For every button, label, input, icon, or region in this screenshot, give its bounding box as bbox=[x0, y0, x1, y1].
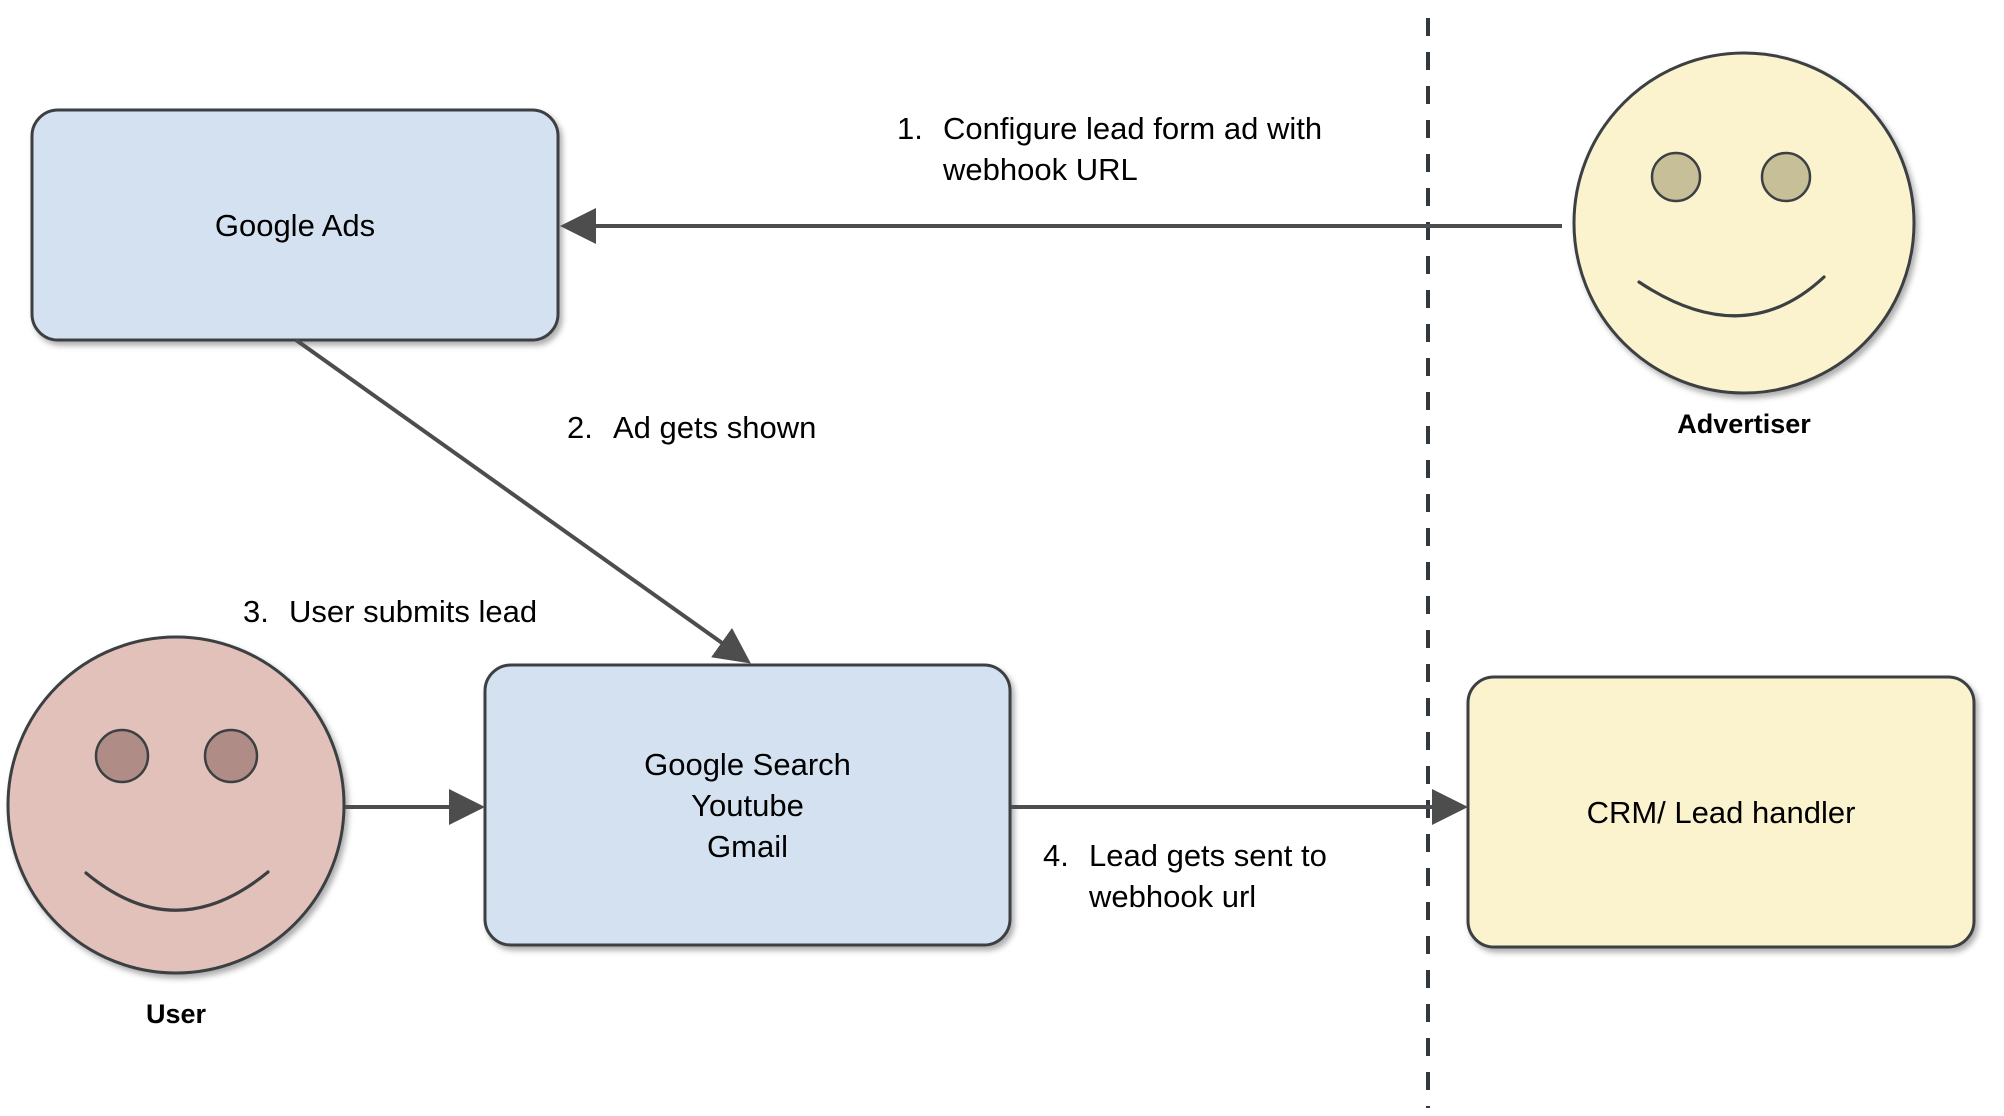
google-ads-box-shape bbox=[30, 108, 560, 342]
user-right-eye-icon bbox=[203, 728, 259, 784]
advertiser-face-circle bbox=[1572, 51, 1916, 395]
advertiser-caption: Advertiser bbox=[1677, 409, 1811, 439]
edge-1-label: 1. Configure lead form ad with webhook UR… bbox=[897, 108, 1417, 190]
node-user[interactable] bbox=[6, 635, 346, 975]
crm-box-shape bbox=[1466, 675, 1976, 949]
edge-3-text: User submits lead bbox=[289, 594, 538, 629]
edge-4-label: 4. Lead gets sent to webhook url bbox=[1043, 835, 1463, 917]
user-face-circle bbox=[6, 635, 346, 975]
edge-3-number: 3. bbox=[243, 594, 269, 629]
edge-2-arrow bbox=[294, 338, 751, 664]
edge-4-number: 4. bbox=[1043, 838, 1069, 873]
edge-2-label: 2. Ad gets shown bbox=[567, 407, 987, 448]
user-caption: User bbox=[145, 999, 207, 1029]
edge-1-number: 1. bbox=[897, 111, 923, 146]
user-left-eye-icon bbox=[94, 728, 150, 784]
google-surfaces-box-shape bbox=[483, 663, 1012, 947]
advertiser-smile-icon bbox=[1637, 275, 1826, 318]
edge-3-label: 3. User submits lead bbox=[243, 591, 663, 632]
node-google-ads[interactable] bbox=[30, 108, 560, 342]
edge-2-text: Ad gets shown bbox=[613, 410, 817, 445]
node-google-surfaces[interactable] bbox=[483, 663, 1012, 947]
edge-1-text: Configure lead form ad with webhook URL bbox=[943, 111, 1323, 187]
advertiser-right-eye-icon bbox=[1760, 151, 1812, 203]
edge-2-number: 2. bbox=[567, 410, 593, 445]
edge-4-text: Lead gets sent to webhook url bbox=[1089, 838, 1327, 914]
user-smile-icon bbox=[84, 870, 270, 912]
node-crm[interactable] bbox=[1466, 675, 1976, 949]
node-advertiser[interactable] bbox=[1572, 51, 1916, 395]
advertiser-left-eye-icon bbox=[1650, 151, 1702, 203]
